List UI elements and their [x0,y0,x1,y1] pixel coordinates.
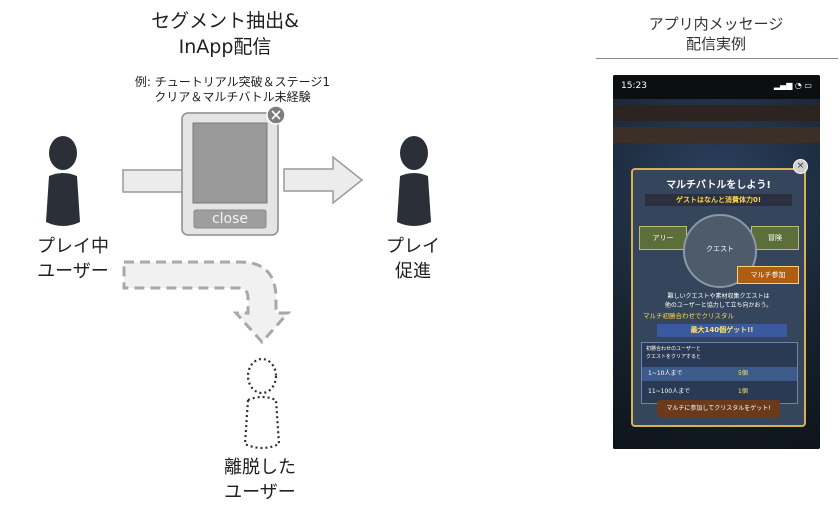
segment-delivery-title: セグメント抽出& InApp配信 [120,8,330,60]
hub-center-label: クエスト [706,245,734,253]
promotion-label-line-2: 促進 [395,261,431,282]
promotion-label: プレイ 促進 [368,234,458,284]
active-user-label-line-2: ユーザー [37,261,109,282]
multi-join-button: マルチ参加 [737,266,799,284]
modal-banner: ゲストはなんと消費体力0! [645,194,792,206]
reward-row-2: 11~100人まで 1個 [642,385,797,399]
reward-row-2-range: 11~100人まで [648,388,691,395]
churn-arrow [122,260,292,345]
example-screenshot: 15:23 ▂▄▆ ◔ ▭ マルチバトルをしよう! ゲストはなんと消費体力0! … [613,75,820,449]
modal-description: 難しいクエストや素材収集クエストは 他のユーザーと協力して立ち向かおう。 [643,292,794,310]
promoted-user-figure [397,136,431,226]
title-line-1: セグメント抽出& [151,10,299,32]
signal-battery-icon: ▂▄▆ ◔ ▭ [773,81,812,90]
churned-user-label-line-2: ユーザー [224,482,296,503]
crystal-banner: 最大140個ゲット!! [657,324,787,337]
active-user-label-line-1: プレイ中 [37,236,109,257]
reward-table-head: 初勝合わせのユーザーと クエストをクリアすると [642,345,797,360]
example-title-line-1: アプリ内メッセージ [648,15,784,33]
close-button-label: close [211,211,249,227]
hub-left-item: アリー [639,226,687,250]
modal-title: マルチバトルをしよう! [666,180,771,191]
active-user-figure [46,136,80,226]
reward-row-1: 1~10人まで 5個 [642,367,797,381]
churned-user-figure [243,357,281,450]
in-app-modal: マルチバトルをしよう! ゲストはなんと消費体力0! アリー 冒険 クエスト マル… [631,168,806,427]
reward-row-2-amount: 1個 [738,388,748,395]
hub-right-item: 冒険 [751,226,799,250]
flow-diagram [46,105,431,450]
arrow-to-promotion [283,155,364,205]
reward-row-1-range: 1~10人まで [648,370,683,377]
close-icon [266,105,286,125]
condition-line-1: 例: チュートリアル突破＆ステージ1 [134,75,331,89]
churned-user-label-line-1: 離脱した [224,457,296,478]
table-head-2: クエストをクリアすると [646,354,702,360]
churned-user-label: 離脱した ユーザー [205,455,315,505]
status-bar: 15:23 ▂▄▆ ◔ ▭ [613,75,820,99]
modal-bottom-banner: マルチに参加してクリスタルをゲット! [657,400,780,418]
condition-line-2: クリア＆マルチバトル未経験 [154,90,311,104]
reward-table: 初勝合わせのユーザーと クエストをクリアすると 1~10人まで 5個 11~10… [641,342,798,404]
game-header-bar [613,105,820,121]
status-time: 15:23 [621,81,647,91]
promotion-label-line-1: プレイ [386,236,440,257]
active-user-label: プレイ中 ユーザー [18,234,128,284]
reward-row-1-amount: 5個 [738,370,748,377]
title-divider [596,58,838,59]
desc-line-1: 難しいクエストや素材収集クエストは [667,293,770,300]
desc-line-2: 他のユーザーと協力して立ち向かおう。 [664,302,773,309]
modal-close-icon: × [793,159,808,174]
device-screen [192,122,268,204]
arrow-to-message [122,169,184,193]
example-title-line-2: 配信実例 [685,35,746,53]
crystal-line: マルチ初勝合わせでクリスタル [643,312,734,320]
game-subheader-bar [613,127,820,143]
example-panel-title: アプリ内メッセージ 配信実例 [596,14,836,54]
title-line-2: InApp配信 [178,36,272,58]
close-button [193,209,267,229]
table-head-1: 初勝合わせのユーザーと [646,346,701,352]
segment-condition: 例: チュートリアル突破＆ステージ1 クリア＆マルチバトル未経験 [105,75,360,105]
